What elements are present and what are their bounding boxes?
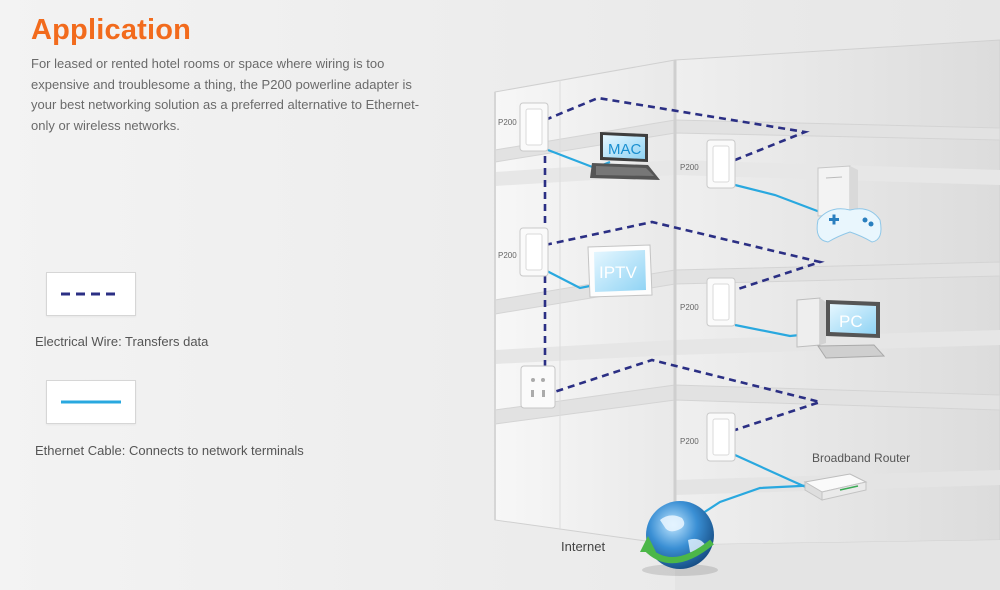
electrical-wire-legend-swatch — [46, 272, 136, 316]
iptv-label: IPTV — [599, 263, 637, 282]
mac-label: MAC — [608, 141, 642, 158]
iptv-screen: IPTV — [587, 244, 653, 298]
broadband-router-label: Broadband Router — [812, 451, 910, 465]
adapter-label-middle-right: P200 — [680, 303, 699, 312]
game-console — [817, 165, 858, 217]
building — [494, 39, 1000, 590]
page-description: For leased or rented hotel rooms or spac… — [31, 56, 420, 133]
p200-adapter-bottom-right — [706, 412, 736, 462]
page-title: Application — [31, 14, 192, 46]
ethernet-cable-internet — [699, 483, 821, 516]
ethernet-cable-legend-label: Ethernet Cable: Connects to network term… — [35, 443, 304, 458]
p200-adapter-top-left — [519, 102, 549, 152]
p200-adapter-top-right — [706, 139, 736, 189]
adapter-label-top-right: P200 — [680, 163, 699, 172]
internet-label: Internet — [561, 539, 605, 554]
pc-computer: PC — [796, 297, 886, 359]
gamepad-icon — [816, 208, 882, 243]
adapter-label-middle-left: P200 — [498, 251, 517, 260]
internet-globe-icon — [640, 501, 718, 576]
broadband-router — [803, 473, 868, 501]
electrical-wire-middle — [544, 220, 825, 292]
ethernet-cable-legend-swatch — [46, 380, 136, 424]
electrical-wire-legend-label: Electrical Wire: Transfers data — [35, 334, 209, 349]
wall-socket — [520, 365, 556, 409]
p200-adapter-middle-right — [706, 277, 736, 327]
electrical-wire-bottom — [544, 358, 825, 432]
mac-laptop: MAC — [590, 132, 660, 180]
ethernet-cable-console — [734, 183, 821, 214]
adapter-label-bottom-right: P200 — [680, 437, 699, 446]
p200-adapter-middle-left — [519, 227, 549, 277]
pc-label: PC — [839, 312, 863, 331]
electrical-wire-top — [544, 96, 810, 162]
adapter-label-top-left: P200 — [498, 118, 517, 127]
